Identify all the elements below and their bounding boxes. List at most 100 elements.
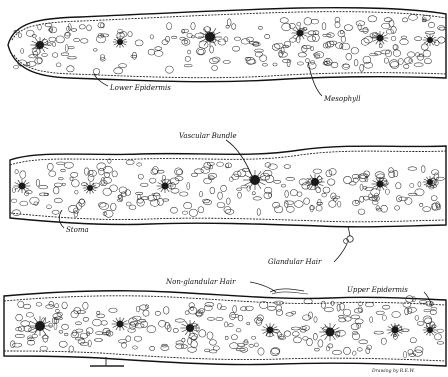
mesophyll-cell — [322, 193, 327, 197]
mesophyll-cell — [398, 59, 403, 65]
mesophyll-cell — [94, 339, 102, 342]
mesophyll-cell — [198, 49, 204, 54]
mesophyll-cell — [316, 205, 322, 211]
mesophyll-cell — [357, 348, 362, 352]
mesophyll-cell — [21, 49, 24, 54]
mesophyll-cell — [126, 160, 134, 165]
mesophyll-cell — [410, 338, 416, 343]
mesophyll-cell — [304, 18, 312, 26]
section-3-mesophyll-cells — [10, 296, 443, 358]
mesophyll-cell — [254, 343, 258, 347]
mesophyll-cell — [382, 315, 386, 320]
mesophyll-cell — [20, 201, 28, 206]
mesophyll-cell — [75, 322, 81, 325]
mesophyll-cell — [59, 341, 67, 347]
mesophyll-cell — [42, 53, 48, 56]
vascular-bundle — [250, 175, 260, 185]
mesophyll-cell — [128, 31, 132, 36]
mesophyll-cell — [226, 25, 229, 28]
mesophyll-cell — [87, 328, 94, 334]
mesophyll-cell — [217, 162, 224, 167]
mesophyll-cell — [152, 193, 160, 196]
mesophyll-cell — [150, 35, 153, 39]
mesophyll-cell — [233, 46, 240, 51]
mesophyll-cell — [231, 335, 237, 340]
mesophyll-cell — [101, 321, 107, 326]
vascular-bundle — [427, 327, 433, 333]
mesophyll-cell — [184, 40, 187, 44]
mesophyll-cell — [312, 34, 319, 41]
mesophyll-cell — [308, 31, 316, 35]
label-upper-epidermis: Upper Epidermis — [347, 286, 408, 294]
mesophyll-cell — [71, 172, 78, 177]
vascular-bundle — [311, 178, 319, 186]
leaf-section-3 — [4, 289, 446, 366]
mesophyll-cell — [379, 44, 382, 48]
mesophyll-cell — [356, 21, 365, 26]
mesophyll-cell — [241, 307, 247, 311]
mesophyll-cell — [54, 198, 62, 203]
mesophyll-cell — [182, 39, 190, 46]
mesophyll-cell — [134, 336, 141, 341]
mesophyll-cell — [233, 305, 237, 312]
mesophyll-cell — [403, 351, 406, 358]
mesophyll-cell — [49, 171, 56, 177]
mesophyll-cell — [381, 338, 386, 345]
mesophyll-cell — [351, 324, 359, 330]
mesophyll-cell — [119, 64, 127, 68]
mesophyll-cell — [265, 163, 271, 168]
mesophyll-cell — [26, 30, 34, 36]
mesophyll-cell — [34, 202, 38, 205]
mesophyll-cell — [180, 192, 188, 196]
mesophyll-cell — [204, 178, 212, 184]
mesophyll-cell — [267, 306, 276, 310]
mesophyll-cell — [93, 69, 100, 75]
mesophyll-cell — [15, 170, 18, 174]
mesophyll-cell — [374, 331, 383, 334]
mesophyll-cell — [65, 45, 68, 52]
mesophyll-cell — [302, 183, 310, 189]
vascular-bundle — [205, 32, 215, 42]
mesophyll-cell — [212, 65, 218, 70]
mesophyll-cell — [286, 177, 295, 180]
mesophyll-cell — [311, 47, 314, 51]
mesophyll-cell — [52, 53, 58, 58]
mesophyll-cell — [70, 177, 73, 180]
mesophyll-cell — [402, 18, 407, 22]
mesophyll-cell — [155, 47, 162, 51]
mesophyll-cell — [375, 51, 382, 55]
mesophyll-cell — [204, 200, 212, 205]
mesophyll-cell — [376, 206, 380, 210]
mesophyll-cell — [232, 24, 236, 30]
mesophyll-cell — [72, 180, 80, 187]
mesophyll-cell — [182, 211, 187, 214]
mesophyll-cell — [358, 209, 365, 214]
mesophyll-cell — [161, 345, 169, 350]
mesophyll-cell — [417, 322, 424, 326]
mesophyll-cell — [12, 343, 21, 347]
mesophyll-cell — [316, 187, 321, 193]
section-1-vascular-bundles — [30, 26, 437, 53]
mesophyll-cell — [140, 305, 148, 310]
mesophyll-cell — [407, 308, 412, 314]
mesophyll-cell — [12, 188, 15, 193]
mesophyll-cell — [386, 29, 393, 34]
mesophyll-cell — [414, 63, 423, 67]
mesophyll-cell — [39, 185, 48, 189]
mesophyll-cell — [313, 169, 322, 173]
mesophyll-cell — [49, 323, 53, 327]
mesophyll-cell — [368, 16, 377, 22]
mesophyll-cell — [391, 36, 396, 41]
mesophyll-cell — [376, 311, 384, 314]
mesophyll-cell — [358, 24, 361, 30]
mesophyll-cell — [218, 39, 226, 45]
mesophyll-cell — [11, 199, 17, 202]
mesophyll-cell — [46, 305, 54, 309]
vascular-bundle — [377, 181, 384, 188]
mesophyll-cell — [285, 190, 289, 197]
mesophyll-cell — [393, 50, 400, 57]
mesophyll-cell — [284, 41, 290, 47]
mesophyll-cell — [366, 348, 370, 354]
mesophyll-cell — [77, 202, 82, 209]
mesophyll-cell — [414, 37, 422, 41]
